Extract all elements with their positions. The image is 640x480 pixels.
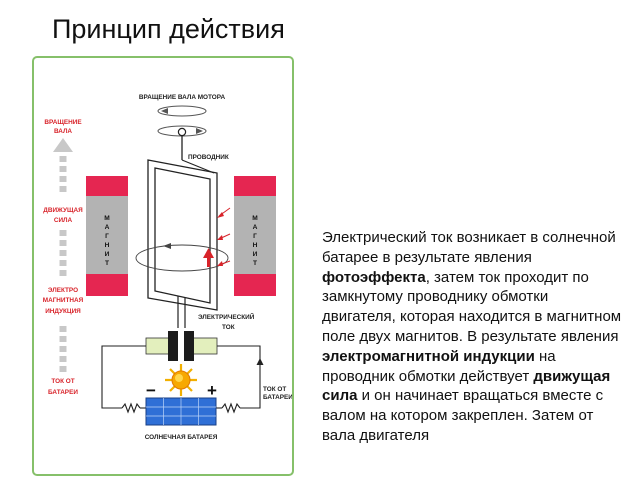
term-electromagnetic-induction: электромагнитной индукции	[322, 347, 535, 365]
current-label-line2: БАТАРЕИ	[48, 389, 78, 396]
description-part: и он начинает вращаться вместе с валом н…	[322, 387, 604, 444]
right-magnet-letter: Н	[253, 242, 258, 249]
electric-current-label-line2: ТОК	[222, 324, 235, 331]
term-photoeffect: фотоэффекта	[322, 268, 426, 286]
description-part: , затем ток проходит по замкнутому прово…	[322, 268, 622, 345]
minus-sign: −	[146, 381, 156, 400]
force-label-line2: СИЛА	[54, 217, 73, 224]
current-direction-arrow-icon	[256, 358, 264, 388]
commutator	[145, 331, 218, 361]
left-magnet-letter: И	[105, 251, 110, 258]
right-magnet-letter: А	[253, 224, 258, 231]
solar-battery-label: СОЛНЕЧНАЯ БАТАРЕЯ	[145, 434, 218, 441]
left-magnet-letter: М	[104, 215, 110, 222]
rotation-label-line1: ВРАЩЕНИЕ	[44, 119, 82, 126]
process-sequence-arrow-icon	[53, 138, 73, 372]
rotation-label-line2: ВАЛА	[54, 128, 72, 135]
induction-label-line2: МАГНИТНАЯ	[43, 297, 84, 304]
armature-coil	[147, 159, 218, 328]
description-part: Электрический ток возникает в солнечной …	[322, 229, 616, 266]
conductor-label: ПРОВОДНИК	[188, 154, 229, 161]
motor-diagram: ВРАЩЕНИЕ ВАЛА МОТОРА ПРОВОДНИК	[43, 94, 293, 441]
current-from-battery-label-line1: ТОК ОТ	[263, 386, 286, 393]
electric-current-label-line1: ЭЛЕКТРИЧЕСКИЙ	[198, 312, 255, 321]
left-magnet-letter: А	[105, 224, 110, 231]
plus-sign: +	[207, 381, 217, 400]
current-label-line1: ТОК ОТ	[51, 378, 74, 385]
left-magnet: М А Г Н И Т	[86, 176, 128, 296]
description-part: на проводник обмотки действует	[322, 347, 556, 385]
left-magnet-letter: Г	[105, 233, 109, 240]
force-arrow-icon	[203, 248, 214, 267]
term-driving-force: движущая сила	[322, 367, 611, 405]
solar-panel-icon	[145, 397, 217, 426]
right-magnet-letter: Г	[253, 233, 257, 240]
right-magnet: М А Г Н И Т	[234, 176, 276, 296]
current-from-battery-label-line2: БАТАРЕИ	[263, 394, 293, 401]
magnetic-field-loop-icon	[135, 243, 229, 272]
left-magnet-letter: Н	[105, 242, 110, 249]
induction-label-line3: ИНДУКЦИЯ	[45, 308, 81, 315]
force-label-line1: ДВИЖУЩАЯ	[43, 207, 83, 214]
slide-title: Принцип действия	[52, 14, 285, 44]
description-text: Электрический ток возникает в солнечной …	[322, 228, 622, 446]
sun-icon	[165, 364, 197, 396]
shaft-rotation-label: ВРАЩЕНИЕ ВАЛА МОТОРА	[139, 94, 226, 101]
field-arrows-icon	[217, 207, 231, 266]
right-magnet-letter: Т	[253, 260, 257, 267]
motor-diagram-frame: ВРАЩЕНИЕ ВАЛА МОТОРА ПРОВОДНИК	[32, 56, 294, 476]
right-magnet-letter: И	[253, 251, 258, 258]
right-magnet-letter: М	[252, 215, 258, 222]
induction-label-line1: ЭЛЕКТРО	[48, 287, 78, 294]
left-magnet-letter: Т	[105, 260, 109, 267]
